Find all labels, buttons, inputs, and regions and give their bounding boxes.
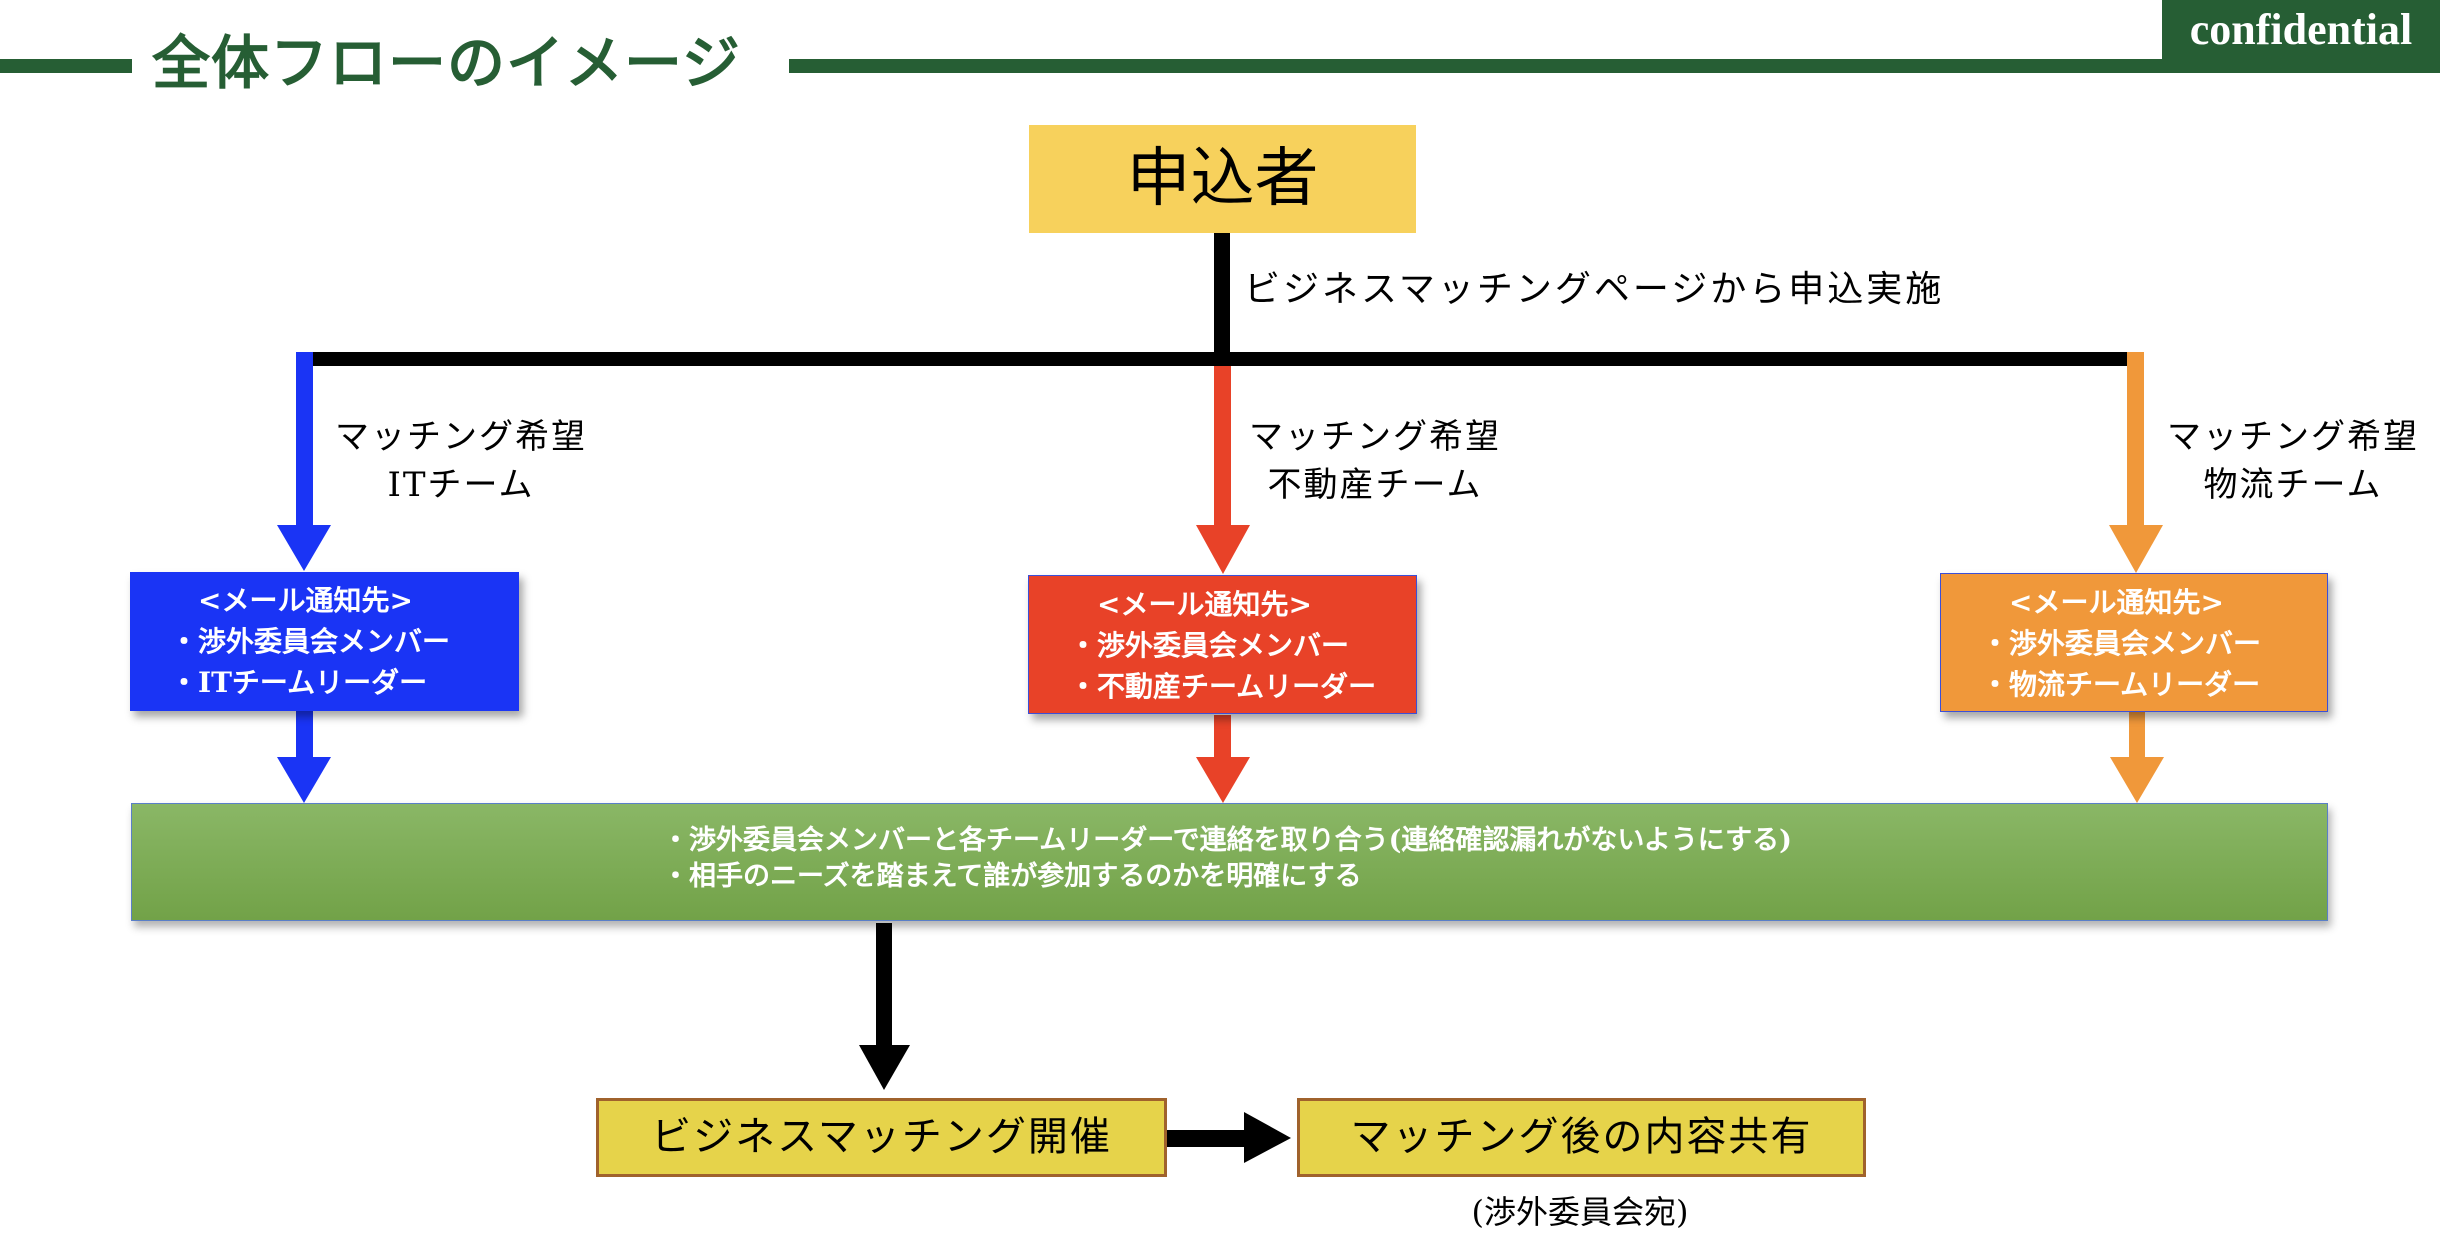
- team-label-line1: マッチング希望: [1249, 417, 1501, 457]
- notify-item: ・渉外委員会メンバー: [1981, 627, 2262, 660]
- applicant-box: 申込者: [1029, 125, 1416, 233]
- coordination-line: ・渉外委員会メンバーと各チームリーダーで連絡を取り合う(連絡確認漏れがないように…: [662, 825, 1792, 856]
- team-label-line2: 物流チーム: [2203, 465, 2383, 505]
- arrow-real-estate-to-coordination: [1196, 715, 1250, 803]
- notify-item: ・ITチームリーダー: [170, 666, 428, 699]
- notify-box-real-estate: <メール通知先> ・渉外委員会メンバー ・不動産チームリーダー: [1028, 575, 1417, 714]
- arrow-coordination-to-event: [859, 923, 910, 1090]
- header-rule-left: [0, 59, 132, 73]
- arrow-event-to-share: [1167, 1112, 1291, 1163]
- arrow-it-to-coordination: [277, 711, 331, 803]
- share-note: (渉外委員会宛): [1471, 1193, 1689, 1231]
- arrow-to-it-notify: [277, 352, 331, 571]
- team-label-line1: マッチング希望: [2167, 417, 2419, 457]
- notify-item: ・物流チームリーダー: [1981, 668, 2261, 701]
- coordination-box: ・渉外委員会メンバーと各チームリーダーで連絡を取り合う(連絡確認漏れがないように…: [131, 803, 2328, 921]
- team-label-line2: ITチーム: [387, 465, 535, 505]
- team-label-real-estate: マッチング希望 不動産チーム: [1205, 413, 1545, 509]
- event-box: ビジネスマッチング開催: [596, 1098, 1167, 1177]
- coordination-line: ・相手のニーズを踏まえて誰が参加するのかを明確にする: [662, 861, 1362, 892]
- page-title: 全体フローのイメージ: [152, 29, 741, 97]
- share-box: マッチング後の内容共有: [1297, 1098, 1866, 1177]
- header-rule-right: [789, 59, 2440, 73]
- notify-item: ・不動産チームリーダー: [1069, 670, 1377, 703]
- confidential-badge: confidential: [2162, 0, 2440, 60]
- notify-title: <メール通知先>: [198, 584, 413, 617]
- notify-title: <メール通知先>: [1097, 588, 1312, 621]
- notify-box-logistics: <メール通知先> ・渉外委員会メンバー ・物流チームリーダー: [1940, 573, 2328, 712]
- team-label-it: マッチング希望 ITチーム: [291, 413, 631, 509]
- applicant-connector-line: [1214, 233, 1230, 359]
- notify-item: ・渉外委員会メンバー: [170, 625, 451, 658]
- team-label-logistics: マッチング希望 物流チーム: [2123, 413, 2440, 509]
- notify-title: <メール通知先>: [2009, 586, 2224, 619]
- arrow-to-logistics-notify: [2109, 352, 2163, 573]
- team-label-line2: 不動産チーム: [1267, 465, 1483, 505]
- team-label-line1: マッチング希望: [335, 417, 587, 457]
- distribution-bar: [304, 352, 2131, 366]
- applicant-connector-label: ビジネスマッチングページから申込実施: [1244, 269, 1945, 310]
- arrow-to-real-estate-notify: [1196, 366, 1250, 574]
- notify-item: ・渉外委員会メンバー: [1069, 629, 1350, 662]
- arrow-logistics-to-coordination: [2110, 711, 2164, 803]
- notify-box-it: <メール通知先> ・渉外委員会メンバー ・ITチームリーダー: [130, 572, 519, 711]
